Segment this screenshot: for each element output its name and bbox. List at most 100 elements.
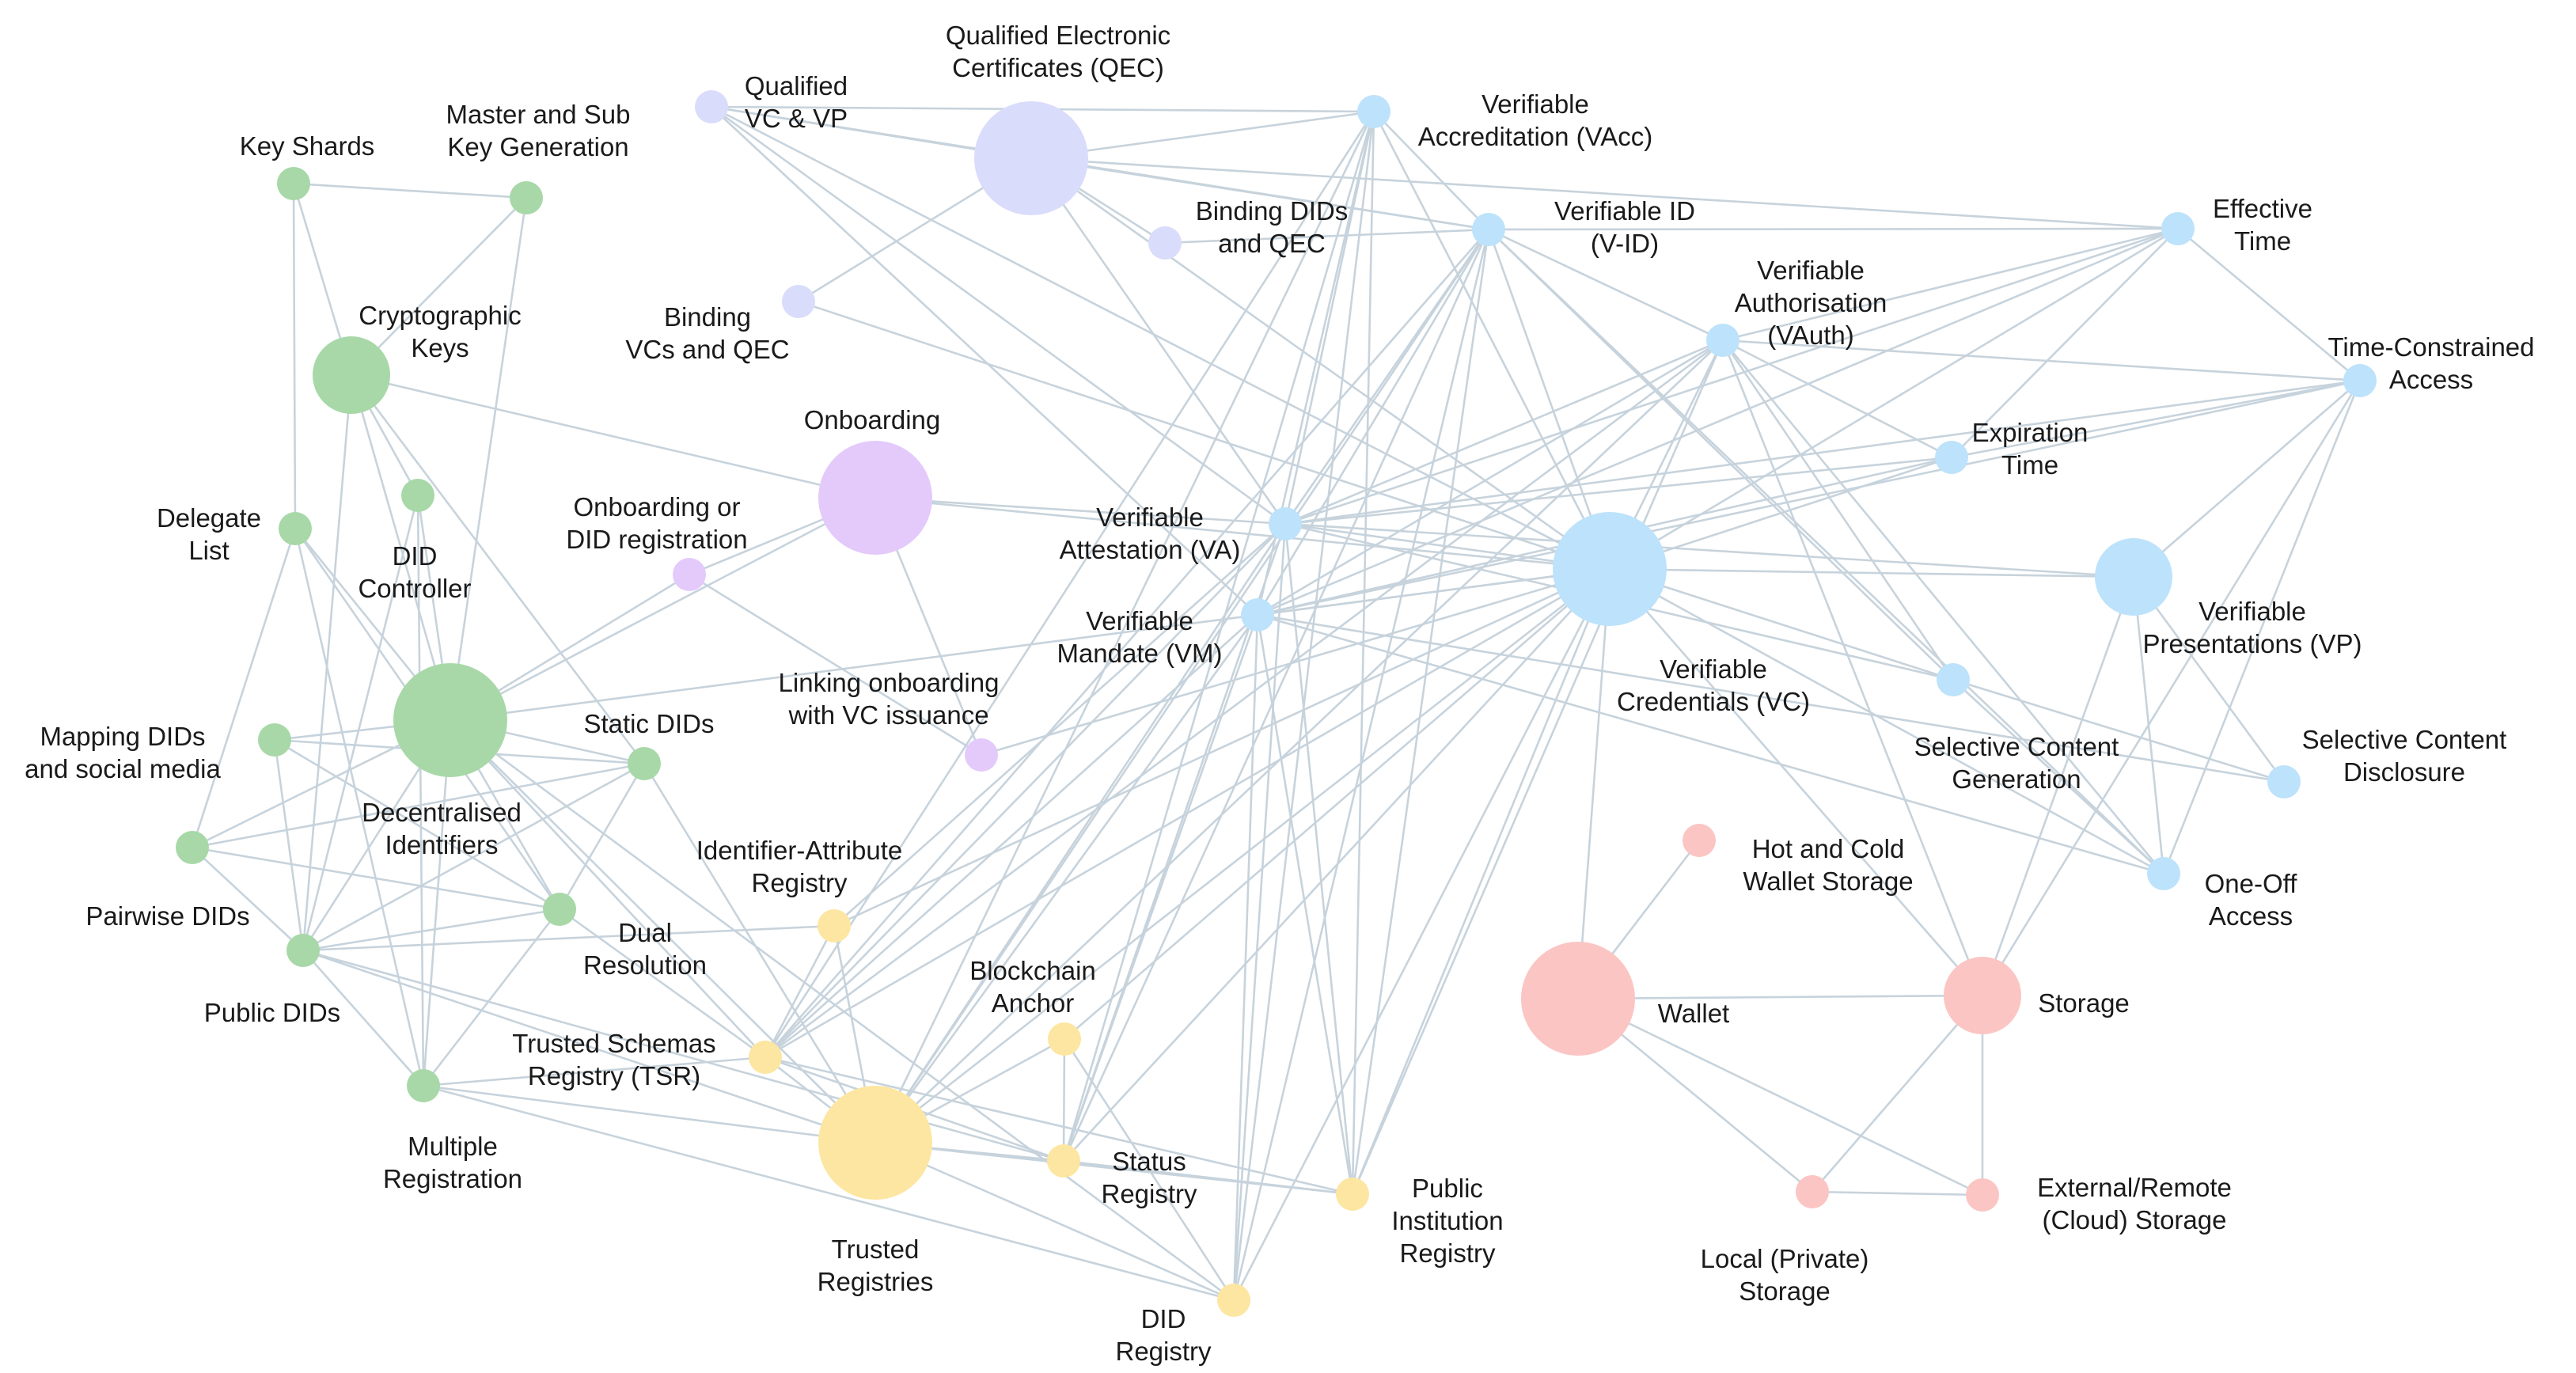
node-cryptographic-keys[interactable] xyxy=(313,336,390,414)
node-public-institution-registry[interactable] xyxy=(1336,1178,1369,1211)
node-mapping-dids[interactable] xyxy=(258,723,291,757)
label-line: Registry xyxy=(751,868,848,897)
label-line: List xyxy=(188,536,229,565)
node-onboarding[interactable] xyxy=(818,441,932,555)
node-static-dids[interactable] xyxy=(628,747,661,780)
label-line: Selective Content xyxy=(2302,725,2507,754)
edge-vm-one-off-access xyxy=(1257,613,2164,875)
node-linking-onboarding[interactable] xyxy=(965,738,998,772)
edge-vm-selective-disclosure xyxy=(1257,613,2285,783)
edge-vauth-tsr xyxy=(764,339,1724,1059)
node-did-controller[interactable] xyxy=(401,479,434,512)
node-expiration-time[interactable] xyxy=(1935,441,1968,474)
node-binding-dids-qec[interactable] xyxy=(1148,226,1182,260)
label-line: Registration xyxy=(383,1164,522,1193)
label-line: Registry xyxy=(1101,1179,1197,1208)
label-public-dids: Public DIDs xyxy=(204,998,340,1027)
edge-public-dids-status-registry xyxy=(302,949,1064,1162)
label-line: Status xyxy=(1112,1147,1186,1176)
node-one-off-access[interactable] xyxy=(2147,857,2180,890)
node-public-dids[interactable] xyxy=(286,934,320,967)
node-vp[interactable] xyxy=(2095,538,2172,616)
node-onboarding-did-registration[interactable] xyxy=(673,558,706,591)
label-line: Verifiable xyxy=(1481,89,1589,119)
node-key-shards[interactable] xyxy=(277,167,310,200)
node-wallet[interactable] xyxy=(1521,942,1635,1056)
label-line: Registry xyxy=(1115,1337,1212,1366)
node-vauth[interactable] xyxy=(1706,324,1739,357)
label-line: Linking onboarding xyxy=(779,668,1000,697)
label-line: Registries xyxy=(818,1267,934,1296)
node-multiple-registration[interactable] xyxy=(407,1069,440,1102)
label-line: Time-Constrained xyxy=(2328,332,2534,362)
edge-v-id-status-registry xyxy=(1062,229,1490,1162)
label-line: Trusted xyxy=(832,1235,920,1264)
edge-vacc-tsr xyxy=(764,111,1375,1058)
edge-selective-generation-selective-disclosure xyxy=(1952,678,2285,783)
node-vc[interactable] xyxy=(1553,512,1667,626)
node-storage[interactable] xyxy=(1944,957,2021,1034)
node-identifier-attribute-registry[interactable] xyxy=(818,909,851,943)
node-delegate-list[interactable] xyxy=(279,512,312,545)
label-line: Local (Private) xyxy=(1701,1244,1869,1273)
edge-qec-vacc xyxy=(1030,110,1375,160)
label-line: Blockchain xyxy=(969,956,1096,985)
label-line: Credentials (VC) xyxy=(1617,687,1810,716)
node-pairwise-dids[interactable] xyxy=(176,831,209,864)
edge-time-constrained-vm xyxy=(1257,379,2361,616)
node-v-id[interactable] xyxy=(1472,213,1505,246)
edge-master-sub-key-cryptographic-keys xyxy=(351,197,527,376)
edge-vc-tsr xyxy=(764,567,1610,1059)
label-line: (VAuth) xyxy=(1767,320,1853,350)
node-trusted-registries[interactable] xyxy=(818,1086,932,1200)
node-qec[interactable] xyxy=(974,101,1088,215)
node-master-sub-key[interactable] xyxy=(510,181,543,214)
label-line: VC & VP xyxy=(745,104,848,133)
node-time-constrained[interactable] xyxy=(2343,364,2377,397)
edge-va-public-institution-registry xyxy=(1284,523,1354,1195)
label-line: Identifier-Attribute xyxy=(696,836,902,865)
edge-vacc-public-institution-registry xyxy=(1351,111,1375,1195)
label-line: Cryptographic xyxy=(359,301,521,330)
edge-vc-trusted-registries xyxy=(874,567,1610,1144)
edge-va-vp xyxy=(1284,522,2134,578)
edge-static-dids-dual-resolution xyxy=(558,763,646,910)
node-va[interactable] xyxy=(1269,507,1302,540)
label-line: Binding DIDs xyxy=(1196,196,1349,226)
edge-mapping-dids-dual-resolution xyxy=(274,738,560,911)
edge-onboarding-va xyxy=(874,496,1286,525)
edge-vm-tsr xyxy=(764,614,1258,1058)
node-qualified-vc-vp[interactable] xyxy=(695,90,728,123)
label-line: Qualified xyxy=(745,71,848,101)
edge-time-constrained-storage xyxy=(1981,380,2362,996)
edge-static-dids-pairwise-dids xyxy=(192,762,645,849)
node-dual-resolution[interactable] xyxy=(543,893,576,926)
edge-vc-wallet xyxy=(1576,568,1611,999)
node-hot-cold-wallet[interactable] xyxy=(1683,824,1716,857)
node-local-storage[interactable] xyxy=(1796,1175,1829,1208)
node-selective-generation[interactable] xyxy=(1937,663,1970,696)
node-tsr[interactable] xyxy=(749,1041,782,1074)
label-line: VCs and QEC xyxy=(625,335,789,364)
node-status-registry[interactable] xyxy=(1047,1144,1080,1178)
node-blockchain-anchor[interactable] xyxy=(1048,1022,1081,1056)
edge-vauth-public-institution-registry xyxy=(1351,339,1724,1195)
node-did-registry[interactable] xyxy=(1217,1284,1250,1317)
label-line: and social media xyxy=(25,754,221,783)
node-effective-time[interactable] xyxy=(2161,212,2195,245)
node-binding-vcs-qec[interactable] xyxy=(782,285,815,318)
node-selective-disclosure[interactable] xyxy=(2267,765,2301,798)
node-external-storage[interactable] xyxy=(1966,1178,1999,1212)
edge-vp-one-off-access xyxy=(2132,576,2165,874)
node-decentralised-identifiers[interactable] xyxy=(393,663,507,777)
node-vacc[interactable] xyxy=(1357,95,1390,128)
node-vm[interactable] xyxy=(1241,598,1274,632)
